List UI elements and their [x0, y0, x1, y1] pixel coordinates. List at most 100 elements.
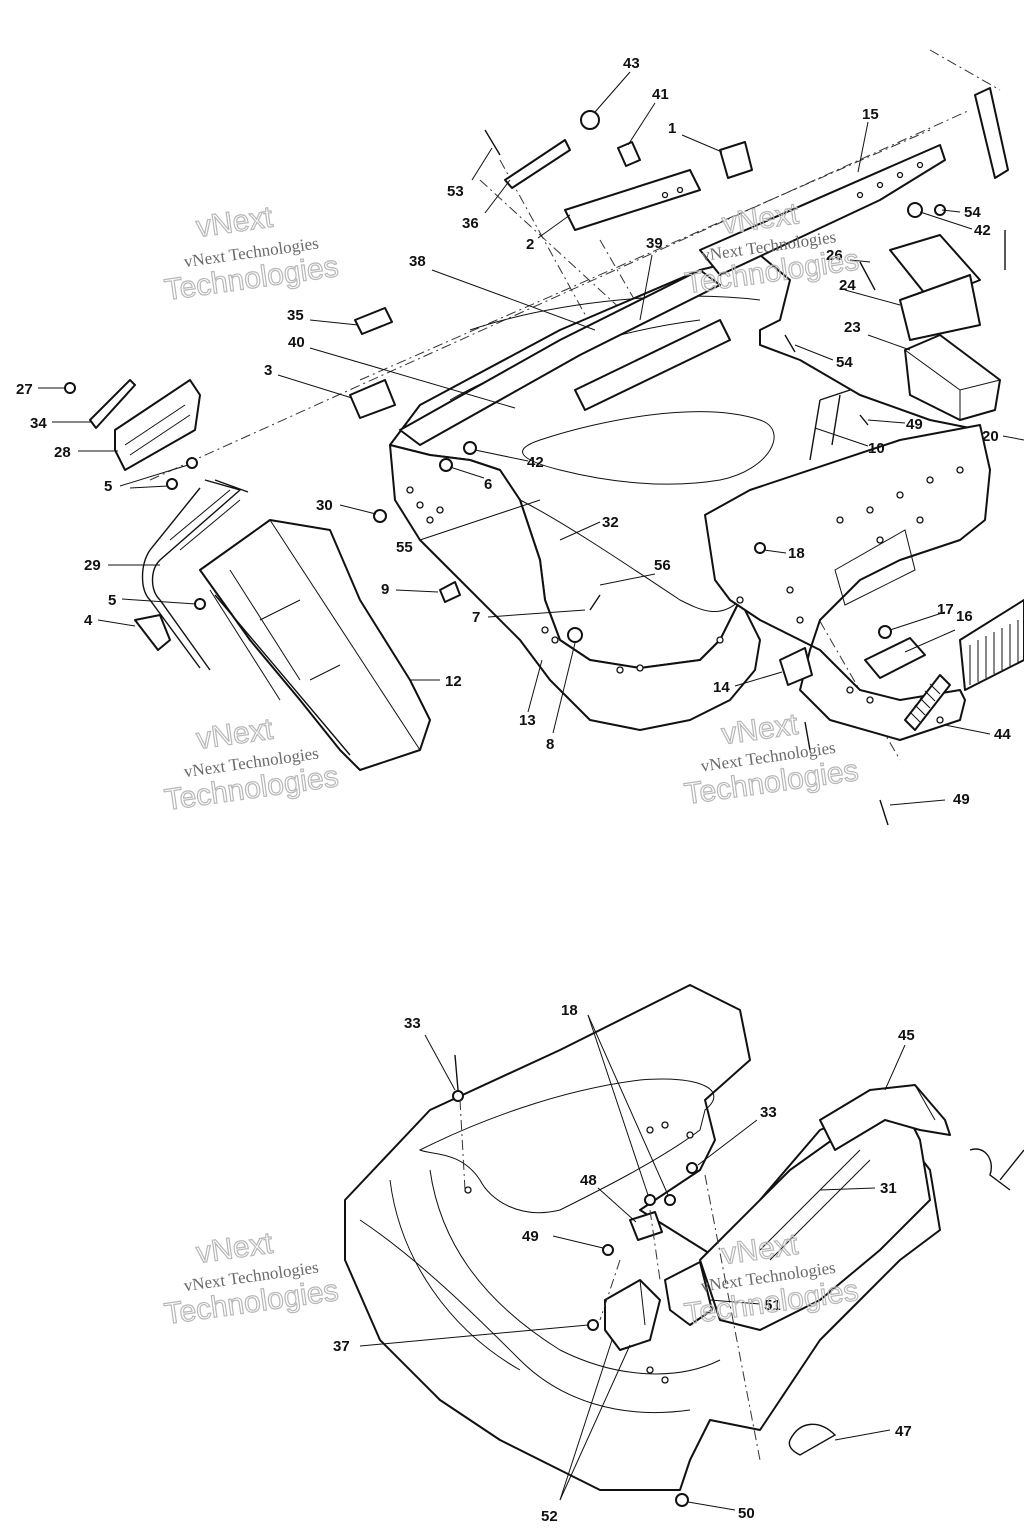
screw-27 — [64, 382, 76, 394]
callout: 34 — [30, 415, 47, 432]
callout: 12 — [445, 673, 462, 690]
top-rail-15 — [699, 144, 946, 276]
pin-49-lower — [602, 1244, 614, 1256]
watermark-bottom-right: vNext vNext Technologies Technologies — [682, 1227, 861, 1331]
callout: 48 — [580, 1172, 597, 1189]
bolt-54-mid — [784, 334, 796, 353]
watermark-top-right: vNext vNext Technologies Technologies — [682, 197, 861, 301]
cotter-pin-45 — [969, 1148, 1024, 1191]
callout: 38 — [409, 253, 426, 270]
callout: 35 — [287, 307, 304, 324]
bolt-49-low — [879, 799, 889, 826]
bolt-49-mid — [859, 414, 869, 426]
callout: 27 — [16, 381, 33, 398]
callout: 2 — [526, 236, 534, 253]
left-rail — [399, 269, 721, 446]
pin-33-right — [686, 1162, 698, 1174]
callout: 20 — [982, 428, 999, 445]
pin-9 — [439, 581, 461, 603]
nut-30 — [373, 509, 387, 523]
callout: 44 — [994, 726, 1011, 743]
callout: 26 — [826, 247, 843, 264]
callout: 1 — [668, 120, 676, 137]
callout: 14 — [713, 679, 730, 696]
leader-lines — [38, 71, 1024, 1511]
bracket-3 — [349, 379, 396, 419]
mounting-holes — [406, 466, 964, 724]
callout: 5 — [104, 478, 112, 495]
box-23 — [904, 334, 1001, 421]
callout: 6 — [484, 476, 492, 493]
callout: 47 — [895, 1423, 912, 1440]
part-43-nut — [580, 110, 600, 130]
watermark-top-left: vNext vNext Technologies Technologies — [162, 200, 341, 308]
callout: 8 — [546, 736, 554, 753]
callout: 49 — [522, 1228, 539, 1245]
callout: 16 — [956, 608, 973, 625]
arm-45 — [819, 1084, 951, 1151]
callout: 5 — [108, 592, 116, 609]
upper-assembly — [64, 49, 1024, 826]
callout: 49 — [906, 416, 923, 433]
pin-33-left — [452, 1090, 464, 1102]
callouts-upper: 43 41 1 15 53 36 2 54 42 38 39 26 24 35 … — [16, 55, 1011, 808]
lower-assembly — [344, 984, 1024, 1507]
handle-29 — [151, 479, 249, 671]
callout: 39 — [646, 235, 663, 252]
callout: 17 — [937, 601, 954, 618]
bracket-36 — [504, 139, 571, 189]
part-18 — [754, 542, 766, 554]
bumper-12 — [199, 519, 431, 771]
watermark-text: vNext — [194, 713, 275, 756]
nut-42-right — [907, 202, 923, 218]
bracket-14 — [779, 647, 813, 686]
callout: 7 — [472, 609, 480, 626]
callout: 28 — [54, 444, 71, 461]
watermark-bottom-left: vNext vNext Technologies Technologies — [162, 1226, 341, 1332]
bracket-4 — [134, 614, 171, 651]
callout: 56 — [654, 557, 671, 574]
pin-18a — [644, 1194, 656, 1206]
plate-48 — [629, 1211, 663, 1241]
bolt-53 — [484, 129, 501, 156]
callout: 51 — [764, 1297, 781, 1314]
callout: 10 — [868, 440, 885, 457]
callout: 50 — [738, 1505, 755, 1522]
part-7 — [589, 594, 601, 611]
screw-5c — [194, 598, 206, 610]
spring-44 — [904, 674, 951, 731]
callout: 18 — [788, 545, 805, 562]
callout: 24 — [839, 277, 856, 294]
cotter-pin-47 — [788, 1423, 837, 1456]
part-17-cap — [878, 625, 892, 639]
callout: 42 — [527, 454, 544, 471]
bracket-51 — [664, 1261, 713, 1326]
callout: 9 — [381, 581, 389, 598]
callout: 29 — [84, 557, 101, 574]
bracket-2 — [564, 169, 701, 231]
part-28-block — [114, 379, 201, 471]
callout: 31 — [880, 1180, 897, 1197]
callout: 33 — [404, 1015, 421, 1032]
callouts-lower: 33 18 45 33 48 31 49 51 37 47 52 50 — [333, 1002, 915, 1525]
callout: 41 — [652, 86, 669, 103]
callout: 32 — [602, 514, 619, 531]
hinge-16 — [864, 637, 926, 679]
part-24-base — [899, 274, 981, 341]
callout: 15 — [862, 106, 879, 123]
callout: 42 — [974, 222, 991, 239]
washer-42 — [463, 441, 477, 455]
rear-grill — [959, 599, 1024, 691]
callout: 54 — [836, 354, 853, 371]
pin-18b — [664, 1194, 676, 1206]
bracket-10 — [809, 389, 851, 461]
part-8 — [567, 627, 583, 643]
callout: 53 — [447, 183, 464, 200]
callout: 52 — [541, 1508, 558, 1525]
pin-37 — [587, 1319, 599, 1331]
clip-35 — [354, 307, 393, 335]
callout: 43 — [623, 55, 640, 72]
screw-5b — [166, 478, 178, 490]
callout: 3 — [264, 362, 272, 379]
